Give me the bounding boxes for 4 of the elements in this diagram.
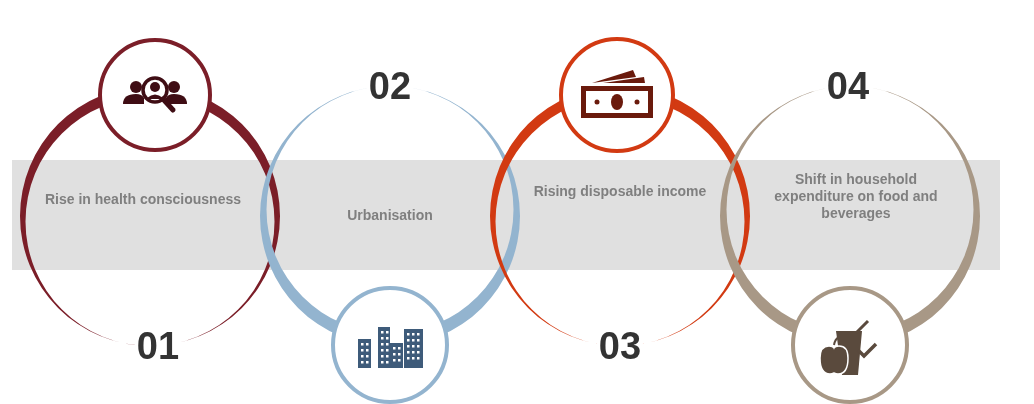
step-description: Shift in household expenditure on food and beverages — [773, 171, 939, 222]
step-description: Rise in health consciousness — [43, 191, 243, 208]
step-description: Rising disposable income — [532, 183, 708, 200]
step-description: Urbanisation — [346, 207, 434, 224]
